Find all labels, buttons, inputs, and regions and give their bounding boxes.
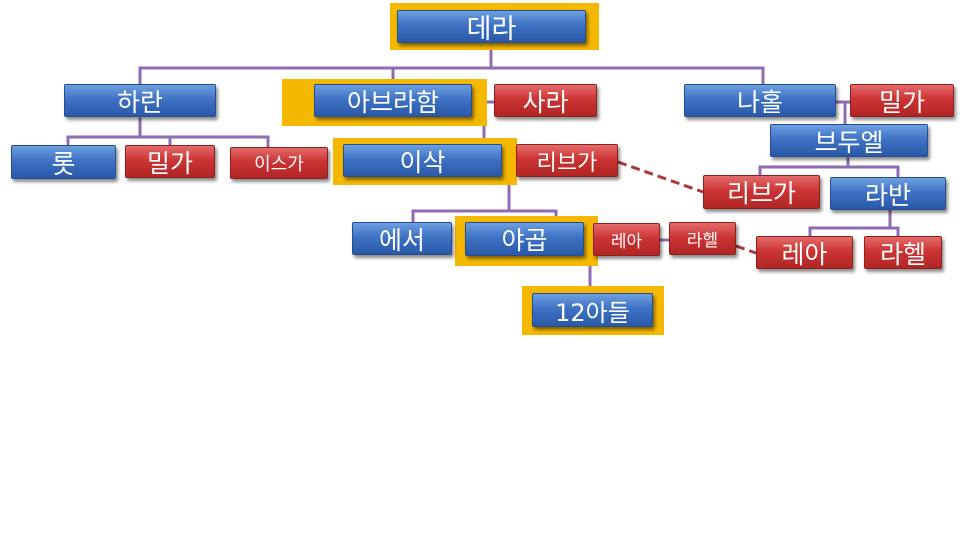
node-milcah-nahor-label: 밀가 [878, 87, 925, 117]
node-laban: 라반 [830, 177, 946, 210]
node-dera-label: 데라 [466, 14, 517, 45]
node-isaac-label: 이삭 [399, 147, 446, 177]
node-lot-label: 롯 [51, 149, 76, 180]
node-leah-label: 레아 [610, 232, 643, 252]
node-milcah: 밀가 [125, 145, 215, 178]
connector-isaac-children [411, 158, 558, 224]
node-rebekah-right-label: 리브가 [726, 179, 796, 208]
node-leah-right-label: 레아 [781, 239, 828, 269]
node-leah-right: 레아 [756, 236, 853, 269]
node-iscah: 이스가 [230, 147, 328, 179]
node-esau: 에서 [352, 222, 452, 255]
node-nahor-label: 나홀 [736, 87, 783, 117]
connector-dera-children [138, 43, 765, 86]
dashed-link-rachel [735, 244, 757, 255]
connector-haran-children [66, 117, 270, 149]
node-abraham-label: 아브라함 [346, 87, 439, 117]
node-rachel-label: 라헬 [686, 231, 719, 251]
node-rachel-right-label: 라헬 [879, 239, 926, 269]
node-twelve-sons-label: 12아들 [555, 298, 630, 327]
node-leah: 레아 [593, 223, 660, 256]
node-iscah-label: 이스가 [254, 154, 304, 175]
node-lot: 롯 [11, 145, 116, 180]
node-rachel: 라헬 [669, 222, 736, 255]
node-rebekah-label: 리브가 [536, 150, 598, 176]
connector-laban-children [808, 208, 900, 238]
node-abraham: 아브라함 [314, 84, 472, 117]
node-bethuel-label: 브두엘 [814, 127, 884, 157]
node-sarah-label: 사라 [522, 87, 569, 117]
node-rebekah-right: 리브가 [703, 175, 820, 209]
dashed-link-rebekah [617, 160, 704, 194]
node-sarah: 사라 [494, 84, 597, 117]
node-rebekah: 리브가 [516, 144, 618, 177]
node-esau-label: 에서 [378, 225, 425, 255]
node-bethuel: 브두엘 [770, 124, 928, 157]
node-haran: 하란 [64, 84, 216, 117]
node-milcah-label: 밀가 [146, 148, 193, 178]
node-nahor: 나홀 [684, 84, 836, 117]
node-twelve-sons: 12아들 [532, 293, 653, 327]
node-rachel-right: 라헬 [864, 236, 942, 269]
node-dera: 데라 [397, 10, 586, 45]
connector-bethuel-children [758, 157, 900, 179]
node-jacob: 야곱 [465, 222, 584, 256]
node-haran-label: 하란 [116, 87, 163, 117]
node-milcah-nahor: 밀가 [850, 84, 954, 117]
node-laban-label: 라반 [864, 180, 911, 210]
node-jacob-label: 야곱 [501, 226, 548, 255]
node-isaac: 이삭 [343, 144, 502, 177]
